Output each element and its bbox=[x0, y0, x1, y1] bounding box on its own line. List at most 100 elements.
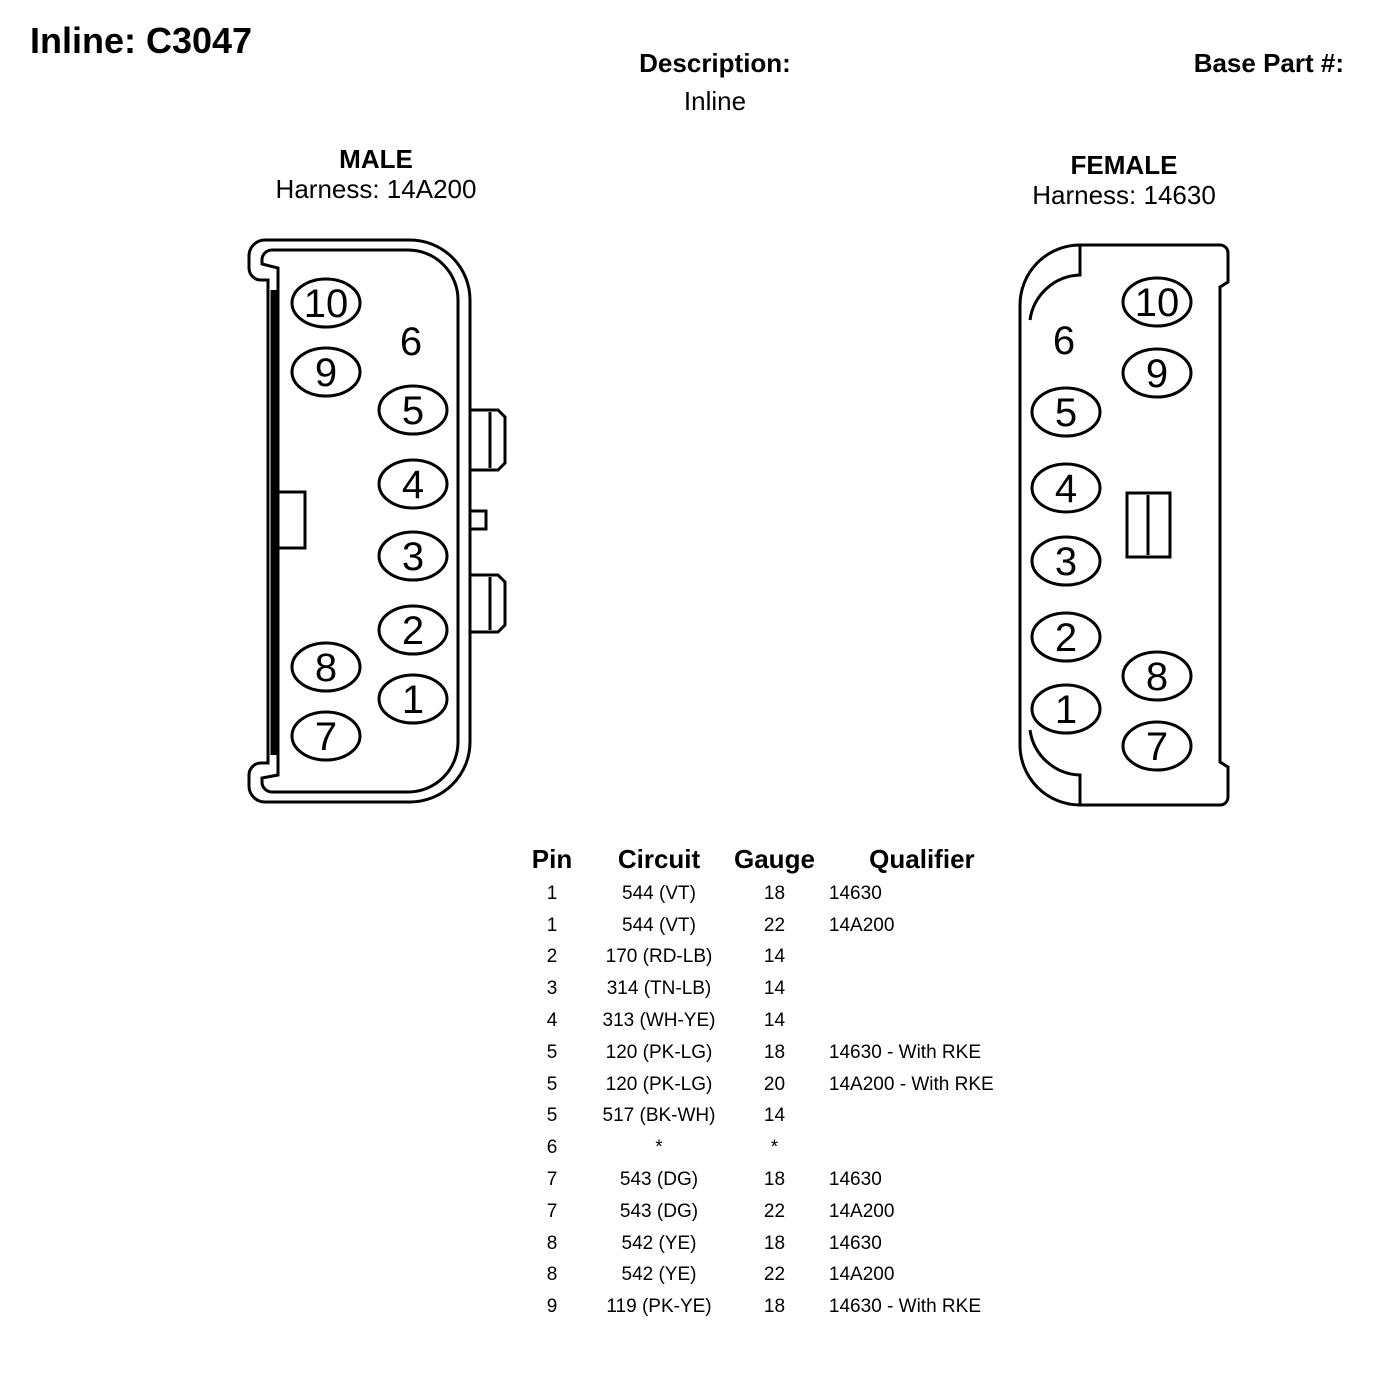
female-pin-label: 5 bbox=[1055, 391, 1077, 435]
female-pin-3-circle bbox=[1030, 535, 1102, 587]
male-pin-label: 2 bbox=[402, 609, 424, 653]
qualifier-cell: 14630 - With RKE bbox=[828, 1296, 981, 1318]
qualifier-cell: 14A200 bbox=[828, 914, 895, 936]
pin-cell: 2 bbox=[546, 946, 558, 968]
female-pin-label: 7 bbox=[1146, 725, 1168, 769]
female-pin-2-circle bbox=[1030, 611, 1102, 663]
female-pin-label: 3 bbox=[1055, 540, 1077, 584]
gauge-cell: 18 bbox=[763, 882, 786, 904]
male-pin-label: 3 bbox=[402, 535, 424, 579]
pin-cell: 1 bbox=[546, 914, 558, 936]
male-pin-label: 6 bbox=[400, 320, 422, 364]
female-pin-label: 8 bbox=[1146, 655, 1168, 699]
gauge-cell: 22 bbox=[763, 914, 786, 936]
connector-title: Inline: C3047 bbox=[30, 20, 253, 61]
table-header-row: Pin Circuit Gauge Qualifier bbox=[520, 840, 1029, 878]
circuit-cell: 170 (RD-LB) bbox=[605, 946, 713, 968]
male-pin-2-circle bbox=[377, 604, 449, 656]
female-pin-label: 9 bbox=[1146, 352, 1168, 396]
gauge-cell: 18 bbox=[763, 1041, 786, 1063]
qualifier-cell bbox=[815, 1005, 1029, 1037]
circuit-cell: 119 (PK-YE) bbox=[606, 1296, 712, 1318]
female-connector-diagram: 10 6 9 5 4 3 2 8 1 7 bbox=[1018, 243, 1230, 807]
male-pin-8-circle bbox=[290, 641, 362, 693]
pin-cell: 9 bbox=[546, 1296, 558, 1318]
male-pin-label: 4 bbox=[402, 463, 424, 507]
description-label: Description: bbox=[639, 48, 791, 78]
pin-cell: 3 bbox=[546, 978, 558, 1000]
gauge-cell: 22 bbox=[763, 1200, 786, 1222]
pin-cell: 7 bbox=[546, 1200, 558, 1222]
header-qualifier: Qualifier bbox=[869, 843, 975, 874]
qualifier-cell bbox=[815, 942, 1029, 974]
gauge-cell: 22 bbox=[763, 1264, 786, 1286]
male-pin-1-circle bbox=[377, 673, 449, 725]
female-pin-label: 6 bbox=[1053, 319, 1075, 363]
qualifier-cell: 14630 bbox=[828, 1169, 882, 1191]
gauge-cell: 18 bbox=[763, 1296, 786, 1318]
male-pin-5-circle bbox=[377, 384, 449, 436]
female-label: FEMALE bbox=[1070, 150, 1178, 180]
male-pin-label: 7 bbox=[315, 715, 337, 759]
circuit-cell: 517 (BK-WH) bbox=[602, 1105, 716, 1127]
female-harness: Harness: 14630 bbox=[1032, 180, 1216, 210]
male-pin-label: 5 bbox=[402, 389, 424, 433]
male-pin-3-circle bbox=[377, 530, 449, 582]
table-row: 2 170 (RD-LB) 14 bbox=[520, 942, 1029, 974]
circuit-cell: 120 (PK-LG) bbox=[605, 1041, 713, 1063]
pin-cell: 5 bbox=[546, 1105, 558, 1127]
female-pin-9-circle bbox=[1121, 347, 1193, 399]
male-connector-diagram: 10 9 6 5 4 3 2 8 1 7 bbox=[247, 238, 507, 804]
circuit-cell: 542 (YE) bbox=[621, 1232, 697, 1254]
header-pin: Pin bbox=[531, 843, 573, 874]
female-pin-10-circle bbox=[1121, 276, 1193, 328]
qualifier-cell: 14630 bbox=[828, 1232, 882, 1254]
female-pin-7-circle bbox=[1121, 720, 1193, 772]
male-pin-label: 1 bbox=[402, 678, 424, 722]
male-label: MALE bbox=[339, 144, 413, 174]
gauge-cell: 18 bbox=[763, 1169, 786, 1191]
qualifier-cell bbox=[815, 1101, 1029, 1133]
male-pin-label: 9 bbox=[315, 351, 337, 395]
male-pin-4-circle bbox=[377, 458, 449, 510]
circuit-cell: 542 (YE) bbox=[621, 1264, 697, 1286]
male-pin-10-circle bbox=[290, 277, 362, 329]
table-row: 8 542 (YE) 22 14A200 bbox=[520, 1260, 1029, 1292]
female-pin-5-circle bbox=[1030, 386, 1102, 438]
description-value: Inline bbox=[683, 86, 747, 116]
male-pin-9-circle bbox=[290, 346, 362, 398]
female-pin-1-circle bbox=[1030, 683, 1102, 735]
circuit-cell: 313 (WH-YE) bbox=[602, 1010, 716, 1032]
circuit-cell: 543 (DG) bbox=[619, 1169, 699, 1191]
female-pin-label: 1 bbox=[1055, 688, 1077, 732]
pin-cell: 5 bbox=[546, 1041, 558, 1063]
header-circuit: Circuit bbox=[617, 843, 701, 874]
female-pin-4-circle bbox=[1030, 462, 1102, 514]
table-row: 6** bbox=[520, 1132, 1029, 1164]
male-pin-label: 10 bbox=[304, 282, 349, 326]
table-row: 1 544 (VT) 22 14A200 bbox=[520, 910, 1029, 942]
qualifier-cell: 14A200 bbox=[828, 1264, 895, 1286]
circuit-cell: 544 (VT) bbox=[622, 914, 696, 936]
header-gauge: Gauge bbox=[734, 843, 815, 874]
table-row: 9 119 (PK-YE) 18 14630 - With RKE bbox=[520, 1291, 1029, 1323]
gauge-cell: 20 bbox=[763, 1073, 786, 1095]
female-pin-label: 2 bbox=[1055, 616, 1077, 660]
gauge-cell: 14 bbox=[763, 946, 786, 968]
pin-cell: 8 bbox=[546, 1264, 558, 1286]
qualifier-cell: 14A200 - With RKE bbox=[828, 1073, 994, 1095]
qualifier-cell bbox=[815, 1132, 1029, 1164]
gauge-cell: 18 bbox=[763, 1232, 786, 1254]
male-pin-label: 8 bbox=[315, 646, 337, 690]
gauge-cell: 14 bbox=[763, 1010, 786, 1032]
circuit-cell: 314 (TN-LB) bbox=[606, 978, 712, 1000]
base-part-label: Base Part #: bbox=[1193, 48, 1344, 78]
